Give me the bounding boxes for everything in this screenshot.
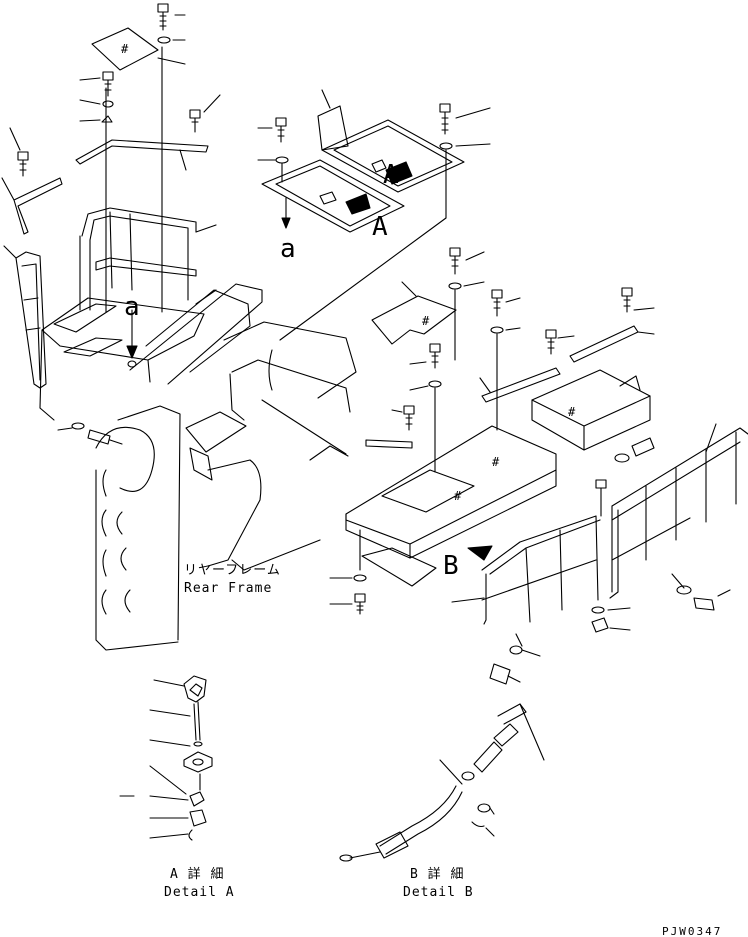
bolt-icon [439,103,451,135]
washer-icon [509,645,523,655]
bolt-icon [354,593,366,615]
bolt-icon [275,117,287,143]
svg-text:#: # [121,42,129,56]
bolt-icon [621,287,633,313]
right-handrails [451,423,748,685]
detail-a-arrow-label: a [280,234,296,264]
bolt-icon [403,405,415,431]
washer-icon [614,453,630,463]
bolt-icon [157,3,169,31]
bolt-icon [87,429,123,445]
rear-frame-label-jp: リヤーフレーム [184,563,281,578]
washer-icon [448,282,462,290]
inspection-covers-assembly [257,89,491,341]
svg-text:#: # [568,405,576,419]
washer-icon [490,326,504,334]
bolt-icon [595,479,607,501]
washer-icon [477,803,491,813]
view-a-marker: A [372,212,388,242]
washer-icon [275,156,289,164]
washer-icon [353,574,367,582]
detail-a-arrow-label: a [124,292,140,322]
main-deck [345,425,557,545]
washer-icon [428,380,442,388]
bolt-icon [491,289,503,317]
bolt-icon [545,329,557,355]
battery-box [531,369,651,451]
view-a-marker: A [383,160,399,190]
walkway-platform [41,297,205,361]
detail-b-drawing [339,703,545,862]
bolt-icon [17,151,29,177]
rear-frame-label-en: Rear Frame [184,581,273,596]
washer-icon [439,142,453,150]
bolt-icon [631,437,655,457]
svg-text:#: # [454,489,462,503]
washer-icon [102,100,114,108]
washer-icon [71,422,85,430]
bolt-icon [189,109,201,133]
bolt-icon [102,71,114,97]
detail-a-title-en: Detail A [164,885,235,900]
bolt-icon [693,597,715,611]
detail-b-title-jp: B 詳 細 [410,867,465,882]
detail-b-title-en: Detail B [403,885,474,900]
nut-icon [189,809,207,827]
cover-plate [91,27,159,71]
bolt-icon [489,663,521,685]
washer-icon [591,606,605,614]
bolt-icon [429,343,441,369]
detail-a-title-jp: A 詳 細 [170,867,225,882]
washer-icon [157,36,171,44]
right-deck-assembly: # # [329,247,655,615]
rear-frame [95,283,357,651]
svg-text:#: # [422,314,430,328]
bolt-icon [449,247,461,275]
left-platform-assembly: # [1,3,221,445]
drawing-code: PJW0347 [662,925,723,937]
view-b-marker: B [443,551,459,581]
nut-icon [591,617,609,633]
detail-a-drawing [119,675,213,841]
svg-text:#: # [492,455,500,469]
washer-icon [676,585,692,595]
